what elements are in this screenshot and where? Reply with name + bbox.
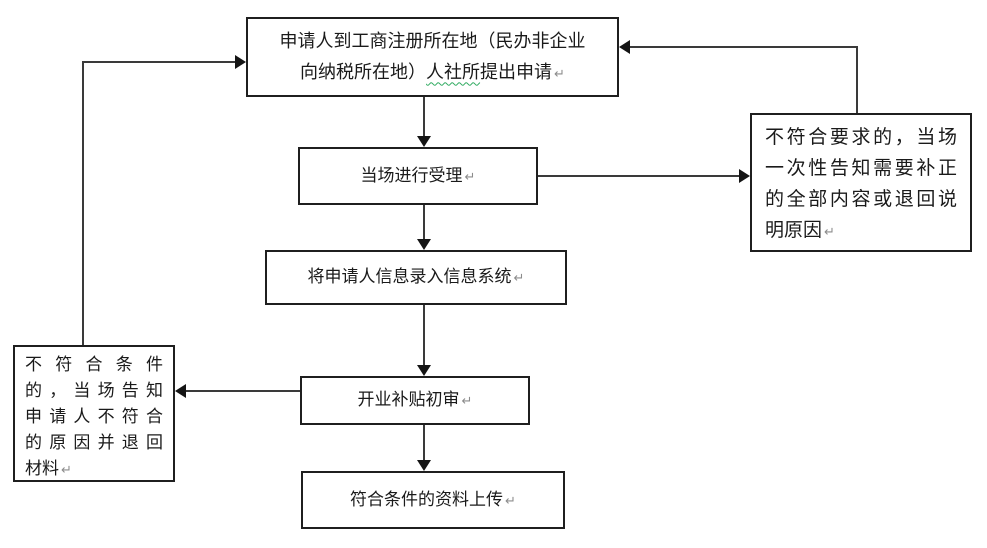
text-line: 不符合要求的，当场 — [765, 127, 957, 148]
text-line: 向纳税所在地）人社所提出申请↵ — [300, 61, 565, 82]
text-line: 符合条件的资料上传↵ — [350, 489, 516, 509]
flow-box-initial-review: 开业补贴初审↵ — [300, 376, 530, 425]
text-line: 申请人不符合 — [25, 407, 163, 426]
text-line: 将申请人信息录入信息系统↵ — [307, 267, 525, 286]
arrowhead-left-icon — [619, 40, 630, 54]
connector-line — [82, 61, 236, 63]
arrowhead-right-icon — [235, 55, 246, 69]
text-line: 的，当场告知 — [25, 381, 163, 400]
arrowhead-down-icon — [417, 460, 431, 471]
connector-line — [423, 205, 425, 240]
text-line: 的原因并退回 — [25, 433, 163, 452]
arrowhead-down-icon — [417, 136, 431, 147]
arrowhead-right-icon — [739, 169, 750, 183]
text-line: 材料↵ — [25, 459, 72, 478]
text-line: 明原因↵ — [765, 220, 835, 241]
text-line: 一次性告知需要补正 — [765, 158, 957, 179]
flow-box-reject-requirements: 不符合要求的，当场 一次性告知需要补正 的全部内容或退回说 明原因↵ — [750, 113, 972, 252]
arrowhead-left-icon — [175, 384, 186, 398]
flow-box-apply: 申请人到工商注册所在地（民办非企业 向纳税所在地）人社所提出申请↵ — [246, 17, 619, 97]
flow-box-record-info: 将申请人信息录入信息系统↵ — [265, 250, 567, 305]
paragraph-return-mark: ↵ — [824, 224, 835, 239]
flow-box-upload: 符合条件的资料上传↵ — [301, 471, 565, 529]
connector-line — [186, 390, 300, 392]
connector-line — [423, 425, 425, 461]
connector-line — [82, 62, 84, 345]
paragraph-return-mark: ↵ — [464, 168, 476, 184]
text-line: 开业补贴初审↵ — [357, 390, 473, 409]
text-line: 申请人到工商注册所在地（民办非企业 — [279, 30, 586, 51]
connector-line — [423, 97, 425, 137]
paragraph-return-mark: ↵ — [61, 462, 72, 477]
paragraph-return-mark: ↵ — [513, 270, 525, 285]
arrowhead-down-icon — [417, 365, 431, 376]
spellcheck-underlined-text: 人社所 — [426, 61, 481, 82]
arrowhead-down-icon — [417, 239, 431, 250]
connector-line — [856, 47, 858, 113]
paragraph-return-mark: ↵ — [554, 65, 565, 81]
connector-line — [630, 46, 858, 48]
connector-line — [423, 305, 425, 366]
paragraph-return-mark: ↵ — [461, 393, 473, 408]
text-line: 当场进行受理↵ — [360, 165, 476, 185]
flow-box-reject-conditions: 不符合条件 的，当场告知 申请人不符合 的原因并退回 材料↵ — [13, 345, 175, 482]
flow-box-accept: 当场进行受理↵ — [298, 147, 538, 205]
connector-line — [538, 175, 739, 177]
text-line: 的全部内容或退回说 — [765, 189, 957, 210]
paragraph-return-mark: ↵ — [505, 492, 516, 508]
text-line: 不符合条件 — [25, 355, 163, 374]
